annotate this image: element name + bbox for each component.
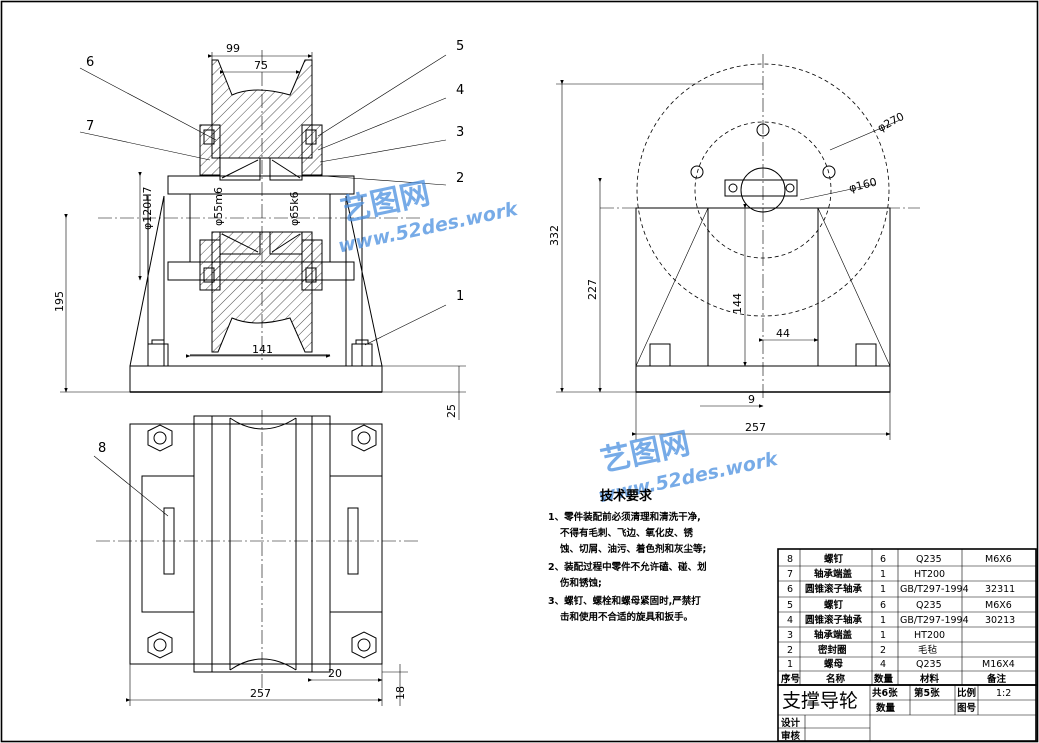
dim-25: 25	[445, 404, 458, 418]
qty-label: 数量	[875, 702, 896, 714]
dim-141: 141	[252, 343, 273, 356]
requirement-line-2: 不得有毛刺、飞边、氧化皮、锈	[560, 527, 694, 539]
bom-row-6-no: 3	[787, 630, 793, 641]
technical-requirements: 技术要求 1、零件装配前必须清理和清洗干净, 不得有毛刺、飞边、氧化皮、锈 蚀、…	[548, 488, 707, 623]
design-label: 设计	[781, 717, 801, 729]
label-7: 7	[86, 119, 94, 134]
dim-75: 75	[254, 59, 268, 72]
requirement-line-5: 伤和锈蚀;	[559, 577, 602, 589]
bom-row-4-name: 螺钉	[824, 599, 844, 611]
label-5: 5	[456, 39, 464, 54]
bom-row-8-note: M16X4	[982, 659, 1015, 670]
bom-row-2-qty: 1	[880, 569, 886, 580]
bom-row-4-note: M6X6	[985, 600, 1012, 611]
dim-d120: φ120H7	[141, 186, 154, 230]
dim-20: 20	[328, 667, 342, 680]
bom-header-note: 备注	[986, 673, 1007, 685]
bom-row-8-no: 1	[787, 659, 793, 670]
bom-row-3-qty: 1	[880, 584, 886, 595]
scale-value: 1:2	[996, 688, 1011, 699]
dim-side-257: 257	[745, 421, 766, 434]
front-section-view: 99 75 φ120H7 φ55m6 φ65k6 195 141 25 6 7 …	[53, 39, 466, 420]
bom-row-6-mat: HT200	[914, 630, 945, 641]
dim-9: 9	[748, 393, 755, 406]
bom-row-8-mat: Q235	[916, 659, 942, 670]
bom-row-2-mat: HT200	[914, 569, 945, 580]
bom-row-8-name: 螺母	[824, 658, 844, 670]
requirements-title: 技术要求	[600, 488, 653, 504]
dim-44: 44	[776, 327, 790, 340]
review-label: 审核	[781, 730, 801, 742]
label-3: 3	[456, 125, 464, 140]
bom-row-5-no: 4	[787, 615, 793, 626]
dim-d270: φ270	[875, 110, 906, 135]
bom-header-mat: 材料	[919, 673, 940, 685]
sheet-total: 共6张	[872, 687, 898, 699]
bom-row-8-qty: 4	[880, 659, 886, 670]
bom-row-6-name: 轴承端盖	[814, 629, 853, 641]
dim-195: 195	[53, 291, 66, 312]
drawing-no-label: 图号	[957, 703, 977, 714]
bom-row-1-note: M6X6	[985, 554, 1012, 565]
bom-header-qty: 数量	[873, 673, 894, 685]
label-4: 4	[456, 83, 464, 98]
title-block: 支撑导轮 共6张 第5张 比例 1:2 数量 图号 设计 审核	[777, 684, 1037, 742]
bom-row-1-mat: Q235	[916, 554, 942, 565]
bom-row-3-no: 6	[787, 584, 793, 595]
bom-row-6-qty: 1	[880, 630, 886, 641]
bom-row-3-name: 圆锥滚子轴承	[805, 583, 863, 595]
scale-label: 比例	[957, 687, 976, 699]
label-8: 8	[98, 441, 106, 456]
bom-row-7-mat: 毛毡	[918, 644, 938, 656]
bom-row-5-note: 30213	[985, 615, 1015, 626]
bom-row-5-name: 圆锥滚子轴承	[805, 614, 863, 626]
label-2: 2	[456, 171, 464, 186]
requirement-line-3: 蚀、切屑、油污、着色剂和灰尘等;	[559, 543, 706, 555]
bom-row-5-qty: 1	[880, 615, 886, 626]
bom-row-5-mat: GB/T297-1994	[900, 615, 969, 626]
requirement-line-7: 击和使用不合适的旋具和扳手。	[560, 611, 693, 623]
requirement-line-4: 2、装配过程中零件不允许磕、碰、划	[548, 561, 707, 573]
drawing-title: 支撑导轮	[782, 690, 858, 712]
dim-99: 99	[226, 42, 240, 55]
requirement-line-1: 1、零件装配前必须清理和清洗干净,	[548, 511, 701, 523]
requirement-line-6: 3、螺钉、螺栓和螺母紧固时,严禁打	[548, 595, 701, 607]
bill-of-materials: 8 螺钉 6 Q235 M6X6 7 轴承端盖 1 HT200 6 圆锥滚子轴承…	[777, 548, 1037, 686]
sheet-number: 第5张	[914, 687, 940, 699]
bom-row-4-mat: Q235	[916, 600, 942, 611]
bom-row-3-note: 32311	[985, 584, 1015, 595]
side-view: 332 227 144 44 9 257 φ270 φ160	[548, 54, 920, 440]
bom-row-1-name: 螺钉	[824, 553, 844, 565]
bom-row-7-name: 密封圈	[817, 644, 847, 656]
dim-332: 332	[548, 225, 561, 246]
dim-d160: φ160	[848, 175, 879, 194]
bom-header-no: 序号	[781, 673, 801, 685]
bom-row-4-no: 5	[787, 600, 793, 611]
label-6: 6	[86, 55, 94, 70]
dim-144: 144	[731, 293, 744, 314]
bom-row-1-qty: 6	[880, 554, 886, 565]
label-1: 1	[456, 289, 464, 304]
dim-18: 18	[394, 686, 407, 700]
watermark-1: 艺图网 www.52des.work	[336, 176, 521, 257]
dim-d65: φ65k6	[288, 191, 301, 226]
bom-row-7-no: 2	[787, 645, 793, 656]
bom-row-3-mat: GB/T297-1994	[900, 584, 969, 595]
plan-view: 8 20 257 18	[93, 410, 420, 706]
dim-d55: φ55m6	[212, 187, 225, 226]
bom-row-7-qty: 2	[880, 645, 886, 656]
bom-row-2-no: 7	[787, 569, 793, 580]
dim-plan-257: 257	[250, 687, 271, 700]
bom-row-1-no: 8	[787, 554, 793, 565]
bom-header-name: 名称	[826, 673, 846, 685]
dim-227: 227	[586, 279, 599, 300]
bom-row-4-qty: 6	[880, 600, 886, 611]
bom-row-2-name: 轴承端盖	[814, 568, 853, 580]
